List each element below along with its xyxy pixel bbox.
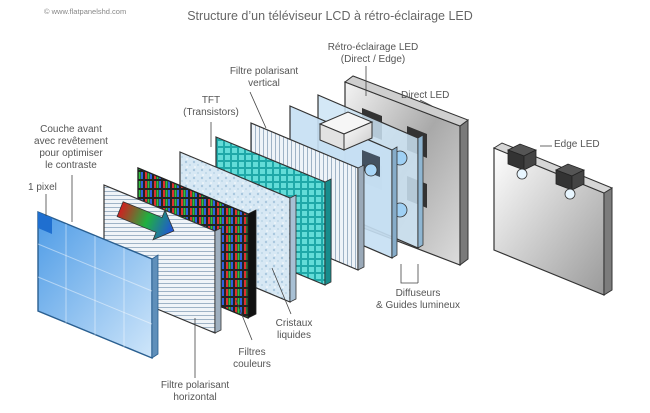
leader-lines bbox=[45, 66, 552, 378]
label-filtre-polarisant-horizontal: Filtre polarisant horizontal bbox=[160, 380, 230, 403]
label-filtre-polarisant-vertical: Filtre polarisant vertical bbox=[229, 66, 299, 89]
label-tft: TFT (Transistors) bbox=[183, 95, 239, 118]
label-pixel: 1 pixel bbox=[28, 182, 57, 193]
light-beam-prism bbox=[318, 111, 374, 151]
label-direct-led: Direct LED bbox=[401, 90, 450, 101]
label-retro-eclairage: Rétro-éclairage LED (Direct / Edge) bbox=[327, 42, 419, 65]
diagram-title: Structure d’un téléviseur LCD à rétro-éc… bbox=[187, 9, 473, 23]
label-cristaux-liquides: Cristaux liquides bbox=[275, 318, 313, 341]
front-layer-panel bbox=[37, 210, 159, 360]
label-edge-led: Edge LED bbox=[554, 139, 600, 150]
edge-led-panel bbox=[492, 142, 614, 296]
label-couche-avant: Couche avant avec revêtement pour optimi… bbox=[34, 124, 108, 171]
pixel-highlight bbox=[38, 212, 52, 234]
watermark: © www.flatpanelshd.com bbox=[44, 7, 127, 16]
label-filtres-couleurs: Filtres couleurs bbox=[233, 347, 271, 370]
light-arrow bbox=[116, 201, 175, 241]
label-diffuseurs: Diffuseurs & Guides lumineux bbox=[376, 288, 460, 311]
